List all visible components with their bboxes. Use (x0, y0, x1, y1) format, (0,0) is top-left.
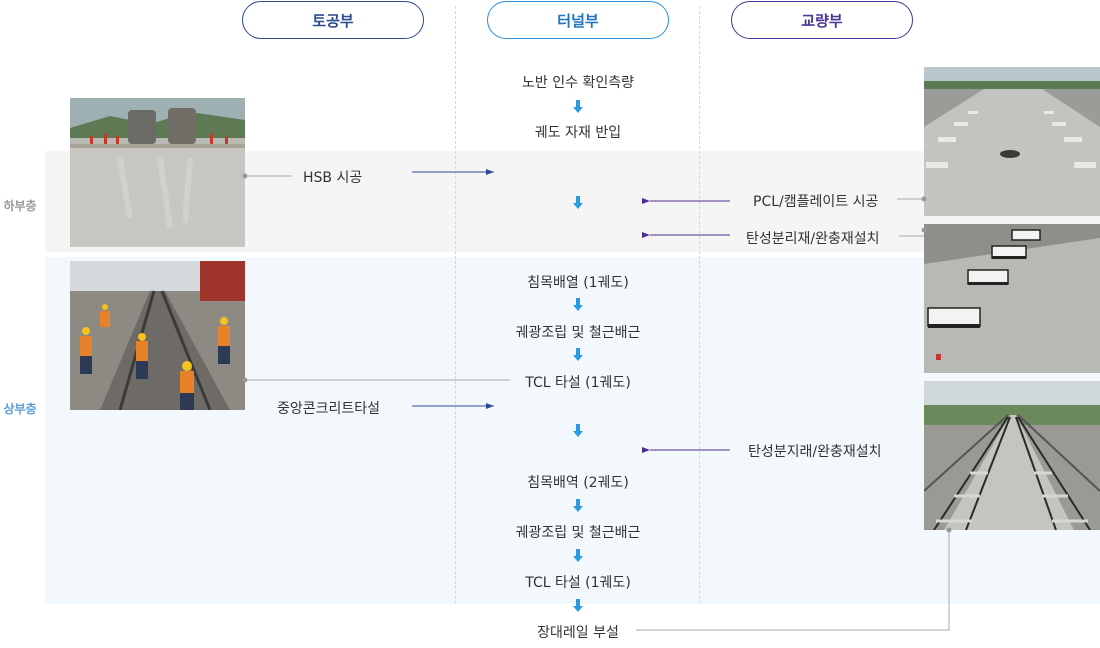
down-arrow-icon (573, 599, 583, 612)
down-arrow-icon (573, 348, 583, 361)
step-tcl-pour-1: TCL 타설 (1궤도) (525, 375, 631, 391)
step-track-assembly-2: 궤광조립 및 철근배근 (515, 525, 641, 541)
step-long-rail: 장대레일 부설 (537, 625, 619, 641)
step-track-assembly-1: 궤광조립 및 철근배근 (515, 325, 641, 341)
step-elastic-1: 탄성분리재/완충재설치 (746, 231, 880, 247)
step-hsb: HSB 시공 (303, 170, 363, 186)
column-header-tunnel: 터널부 (487, 1, 669, 39)
photo-elastic-pad-2 (924, 381, 1100, 530)
photo-center-concrete (70, 261, 245, 410)
column-divider (455, 6, 456, 604)
layer-label-upper: 상부층 (3, 402, 37, 416)
column-divider (699, 6, 700, 604)
step-pcl: PCL/캠플레이트 시공 (753, 194, 879, 210)
step-tcl-pour-2: TCL 타설 (1궤도) (525, 575, 631, 591)
down-arrow-icon (573, 549, 583, 562)
down-arrow-icon (573, 100, 583, 113)
down-arrow-icon (573, 196, 583, 209)
step-material-delivery: 궤도 자재 반입 (534, 125, 622, 141)
step-center-concrete: 중앙콘크리트타설 (277, 401, 381, 417)
down-arrow-icon (573, 499, 583, 512)
photo-pcl-bridge (924, 67, 1100, 216)
down-arrow-icon (573, 424, 583, 437)
step-sleeper-layout-1: 침목배열 (1궤도) (527, 275, 629, 291)
step-sleeper-layout-2: 침목배역 (2궤도) (527, 475, 629, 491)
down-arrow-icon (573, 298, 583, 311)
column-header-earthwork: 토공부 (242, 1, 424, 39)
step-elastic-2: 탄성분지래/완충재설치 (748, 444, 882, 460)
step-survey: 노반 인수 확인측량 (522, 75, 634, 91)
photo-hsb-construction (70, 98, 245, 247)
photo-elastic-pad-1 (924, 224, 1100, 373)
layer-label-lower: 하부층 (3, 199, 37, 213)
column-header-bridge: 교량부 (731, 1, 913, 39)
